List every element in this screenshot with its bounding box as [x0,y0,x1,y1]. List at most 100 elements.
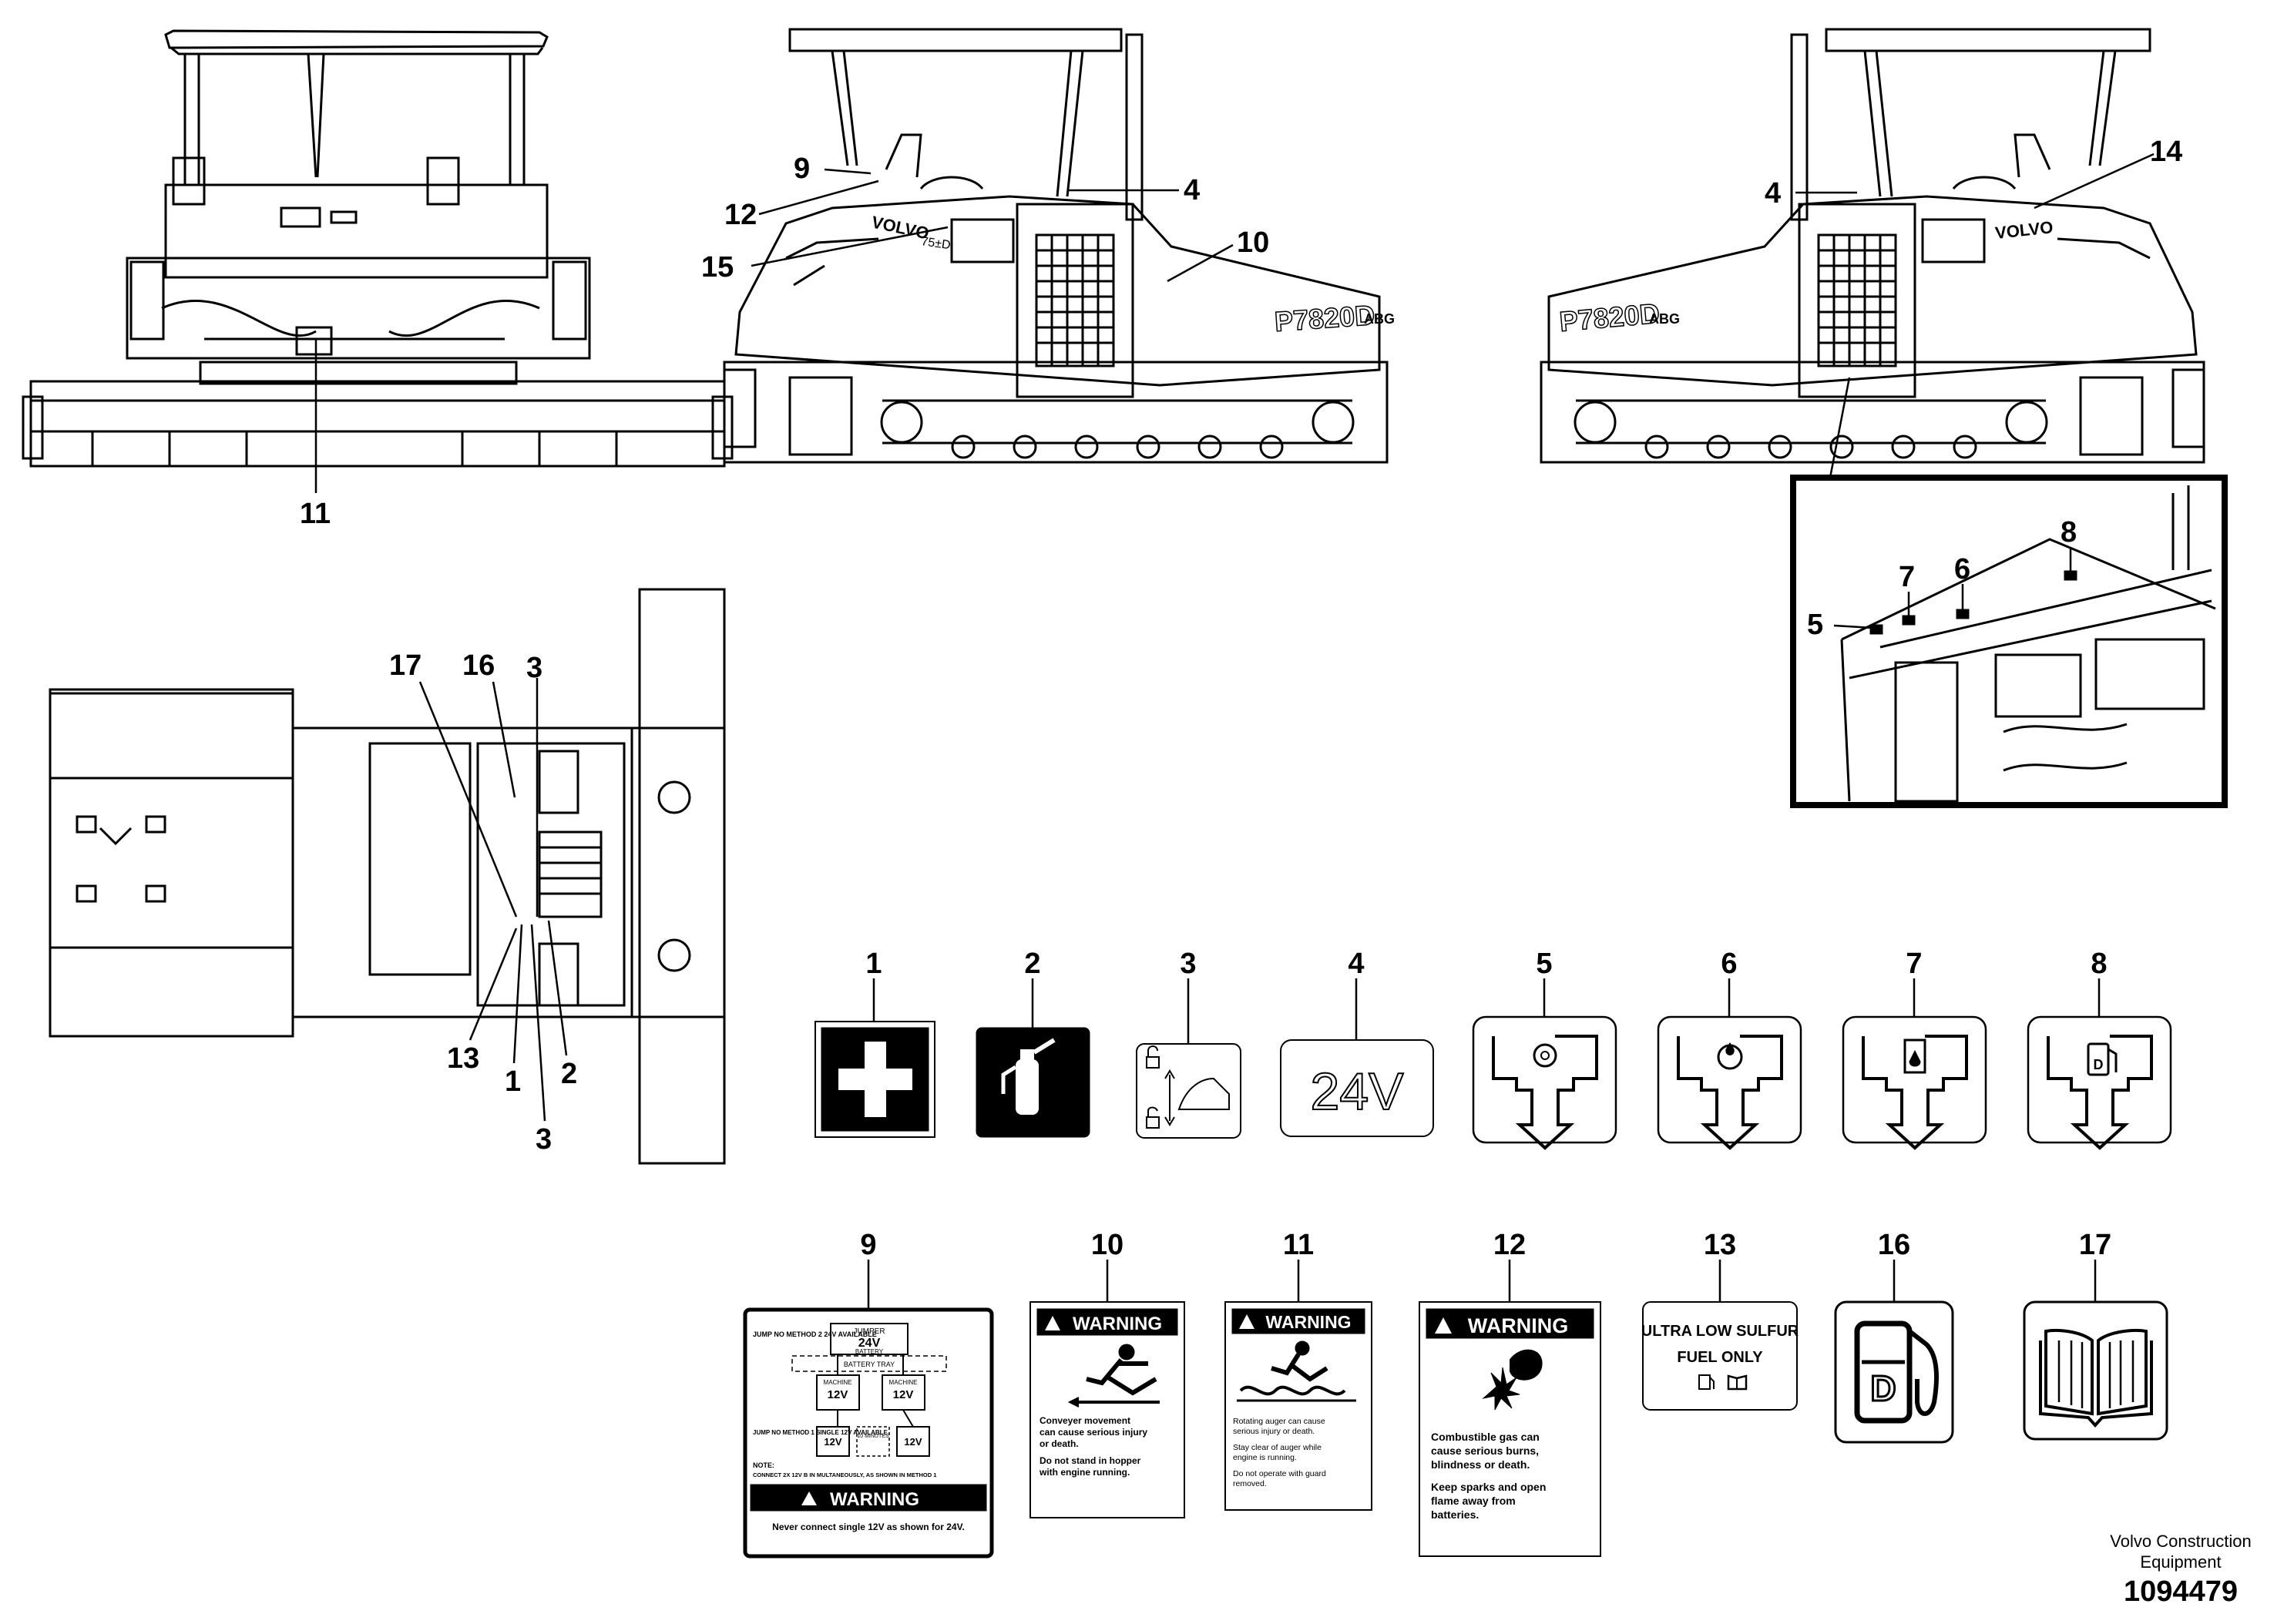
detail-view [1790,475,2228,808]
decal-10-line: Do not stand in hopper [1040,1455,1141,1466]
right-brand-text: VOLVO [1994,217,2054,243]
callout-left-15: 15 [701,251,734,284]
decal-10-conveyor-warning: WARNING Conveyer movement can cause seri… [1029,1301,1185,1518]
front-view [22,29,734,493]
callout-top-17: 17 [389,649,422,682]
decal-10-warning: WARNING [1073,1314,1162,1334]
decal-number-6: 6 [1721,948,1738,980]
left-side-view: VOLVO 75±D P7820D ABG [723,28,1395,464]
decal-17-operator-manual [2023,1300,2168,1441]
callout-top-13: 13 [447,1042,480,1075]
left-model-suffix: ABG [1364,311,1395,327]
decal-number-8: 8 [2091,948,2108,980]
decal-9-jump-method-1: JUMP NO METHOD 1 SINGLE 12V AVAILABLE [753,1429,888,1436]
decal-9-warning: WARNING [830,1489,919,1510]
decal-number-leaders [867,978,2101,1310]
decal-1-first-aid [814,1021,935,1138]
decal-number-9: 9 [860,1229,877,1261]
decal-13-line1: ULTRA LOW SULFUR [1641,1323,1799,1340]
callout-left-10: 10 [1237,226,1270,259]
decal-number-17: 17 [2078,1229,2112,1261]
decal-number-10: 10 [1090,1229,1124,1261]
callout-top-16: 16 [462,649,495,682]
decal-9-note-body: CONNECT 2X 12V B IN MULTANEOUSLY, AS SHO… [753,1471,936,1478]
decal-13-ultra-low-sulfur: ULTRA LOW SULFUR FUEL ONLY [1641,1301,1799,1411]
decal-8-drain-fuel: D [2027,1015,2172,1150]
right-side-view: VOLVO P7820D ABG [1540,28,2205,478]
decal-7-drain-coolant [1842,1015,1987,1150]
decal-12-battery-gas-warning: WARNING Combustible gas can cause seriou… [1419,1301,1601,1557]
decal-16-diesel-fuel: D [1834,1300,1954,1444]
document-number: 1094479 [2124,1575,2238,1608]
decal-9-24v: 24V [858,1337,881,1350]
decal-number-4: 4 [1348,948,1365,980]
left-seat-text: 75±D [920,235,951,252]
decal-9-machine-left: MACHINE [824,1379,852,1386]
right-model-text: P7820D [1558,297,1661,337]
decal-9-jump-method-2: JUMP NO METHOD 2 24V AVAILABLE [753,1330,877,1338]
decal-9-12v-a: 12V [824,1436,841,1448]
decal-10-line: Conveyer movement [1040,1415,1130,1426]
callout-detail-5: 5 [1807,609,1824,641]
decal-12-body: Combustible gas can cause serious burns,… [1431,1431,1546,1521]
decal-11-warning: WARNING [1265,1312,1351,1332]
decal-12-line: cause serious burns, [1431,1444,1539,1457]
decal-9-12v-left: 12V [828,1388,848,1401]
decal-12-line: batteries. [1431,1508,1479,1521]
callout-top-3b: 3 [536,1123,553,1156]
decal-6-drain-hydraulic-oil [1657,1015,1802,1150]
decal-4-text: 24V [1311,1062,1405,1121]
decal-9-footer: Never connect single 12V as shown for 24… [772,1522,965,1532]
decal-11-line: Rotating auger can cause [1233,1417,1325,1426]
callout-left-4: 4 [1184,174,1201,206]
decal-11-line: Do not operate with guard [1233,1469,1326,1478]
decal-9-note: NOTE: [753,1461,774,1469]
decal-number-5: 5 [1536,948,1553,980]
callout-left-9: 9 [794,153,811,185]
decal-12-line: Combustible gas can [1431,1431,1540,1443]
decal-11-body: Rotating auger can cause serious injury … [1233,1417,1326,1488]
decal-5-drain-engine-oil [1472,1015,1617,1150]
decal-12-line: Keep sparks and open [1431,1481,1546,1493]
decal-11-line: engine is running. [1233,1453,1297,1462]
left-model-text: P7820D [1274,299,1376,337]
callout-detail-6: 6 [1954,553,1971,586]
decal-number-1: 1 [865,948,882,980]
decal-number-12: 12 [1493,1229,1527,1261]
decal-11-line: serious injury or death. [1233,1427,1315,1436]
decal-12-line: blindness or death. [1431,1458,1530,1471]
decal-3-lock-lever [1136,1043,1241,1139]
company-name-line2: Equipment [2140,1552,2222,1572]
decal-12-line: flame away from [1431,1495,1516,1507]
decal-11-auger-warning: WARNING Rotating auger can cause serious… [1224,1301,1372,1511]
decal-number-3: 3 [1180,948,1197,980]
decal-number-16: 16 [1877,1229,1911,1261]
decal-number-2: 2 [1024,948,1041,980]
decal-9-jumper-top: JUMPER [853,1327,885,1336]
callout-detail-8: 8 [2061,516,2077,549]
decal-10-line: or death. [1040,1438,1079,1449]
decal-2-fire-extinguisher [976,1027,1090,1138]
decal-number-13: 13 [1703,1229,1737,1261]
decal-11-line: removed. [1233,1479,1267,1488]
callout-top-3a: 3 [526,652,543,684]
decal-12-warning: WARNING [1468,1314,1569,1337]
decal-9-12v-right: 12V [893,1388,914,1401]
callout-top-2: 2 [561,1058,578,1090]
right-model-suffix: ABG [1649,311,1680,327]
callout-left-12: 12 [724,199,757,231]
decal-9-12v-b: 12V [904,1436,922,1448]
decal-9-tray: BATTERY TRAY [844,1361,895,1368]
decal-4-24v: 24V [1280,1039,1434,1137]
decal-16-letter: D [1870,1368,1896,1408]
decal-13-line2: FUEL ONLY [1677,1349,1763,1366]
decal-10-line: with engine running. [1039,1467,1130,1478]
decal-9-battery: BATTERY [855,1348,884,1355]
decal-number-11: 11 [1282,1229,1315,1261]
top-view [49,588,726,1165]
callout-front-11: 11 [300,498,331,530]
callout-right-4: 4 [1765,177,1782,210]
callout-top-1: 1 [505,1065,522,1098]
